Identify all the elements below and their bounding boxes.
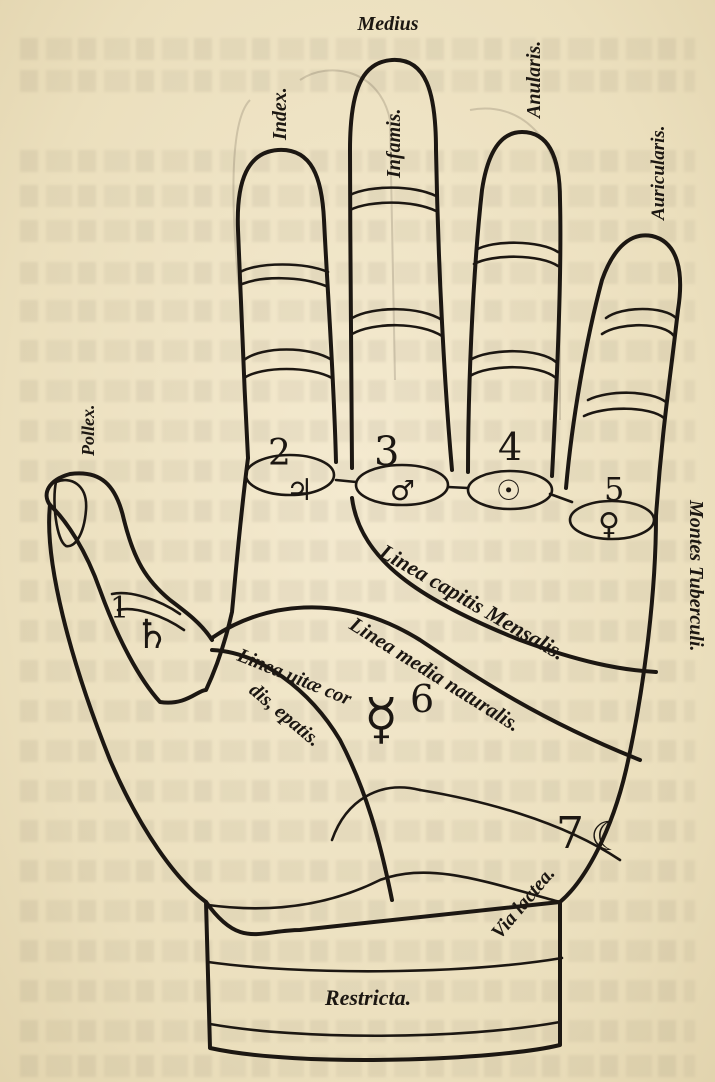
mount-number-ring: 4 — [498, 425, 522, 469]
mount-number-thumb: 1 — [110, 591, 129, 626]
mount-number-moon: 7 — [556, 808, 584, 859]
saturn-icon: ♄ — [134, 612, 170, 658]
finger-joint-creases — [54, 188, 676, 630]
jupiter-icon: ♃ — [286, 473, 313, 508]
hand-outline — [47, 60, 681, 1060]
sun-icon: ☉ — [496, 474, 521, 507]
mount-number-little: 5 — [604, 470, 624, 508]
mercury-icon: ☿ — [364, 687, 398, 752]
moon-icon: ☾ — [590, 814, 626, 860]
index-finger-outline — [238, 150, 336, 462]
wrist-band-upper-edge — [208, 958, 562, 971]
thumb-label: Pollex. — [78, 405, 98, 458]
index-finger-label: Index. — [269, 87, 291, 141]
middle-finger-segment-label: Infamis. — [383, 109, 405, 179]
mount-number-index: 2 — [268, 433, 291, 474]
mars-icon: ♂ — [390, 474, 415, 507]
middle-finger-label: Medius — [356, 13, 418, 35]
venus-icon: ♀ — [598, 507, 620, 542]
wrist-label: Restricta. — [324, 985, 411, 1010]
wrist-crease — [208, 873, 560, 909]
mount-number-middle: 3 — [374, 429, 399, 475]
little-finger-label: Auricularis. — [648, 125, 669, 221]
montes-tuberculi-label: Montes Tuberculi. — [685, 499, 707, 652]
ring-finger-label: Anularis. — [523, 41, 545, 120]
wrist-band-lower-edge — [210, 1022, 560, 1036]
thumb-base-contour — [49, 505, 206, 902]
